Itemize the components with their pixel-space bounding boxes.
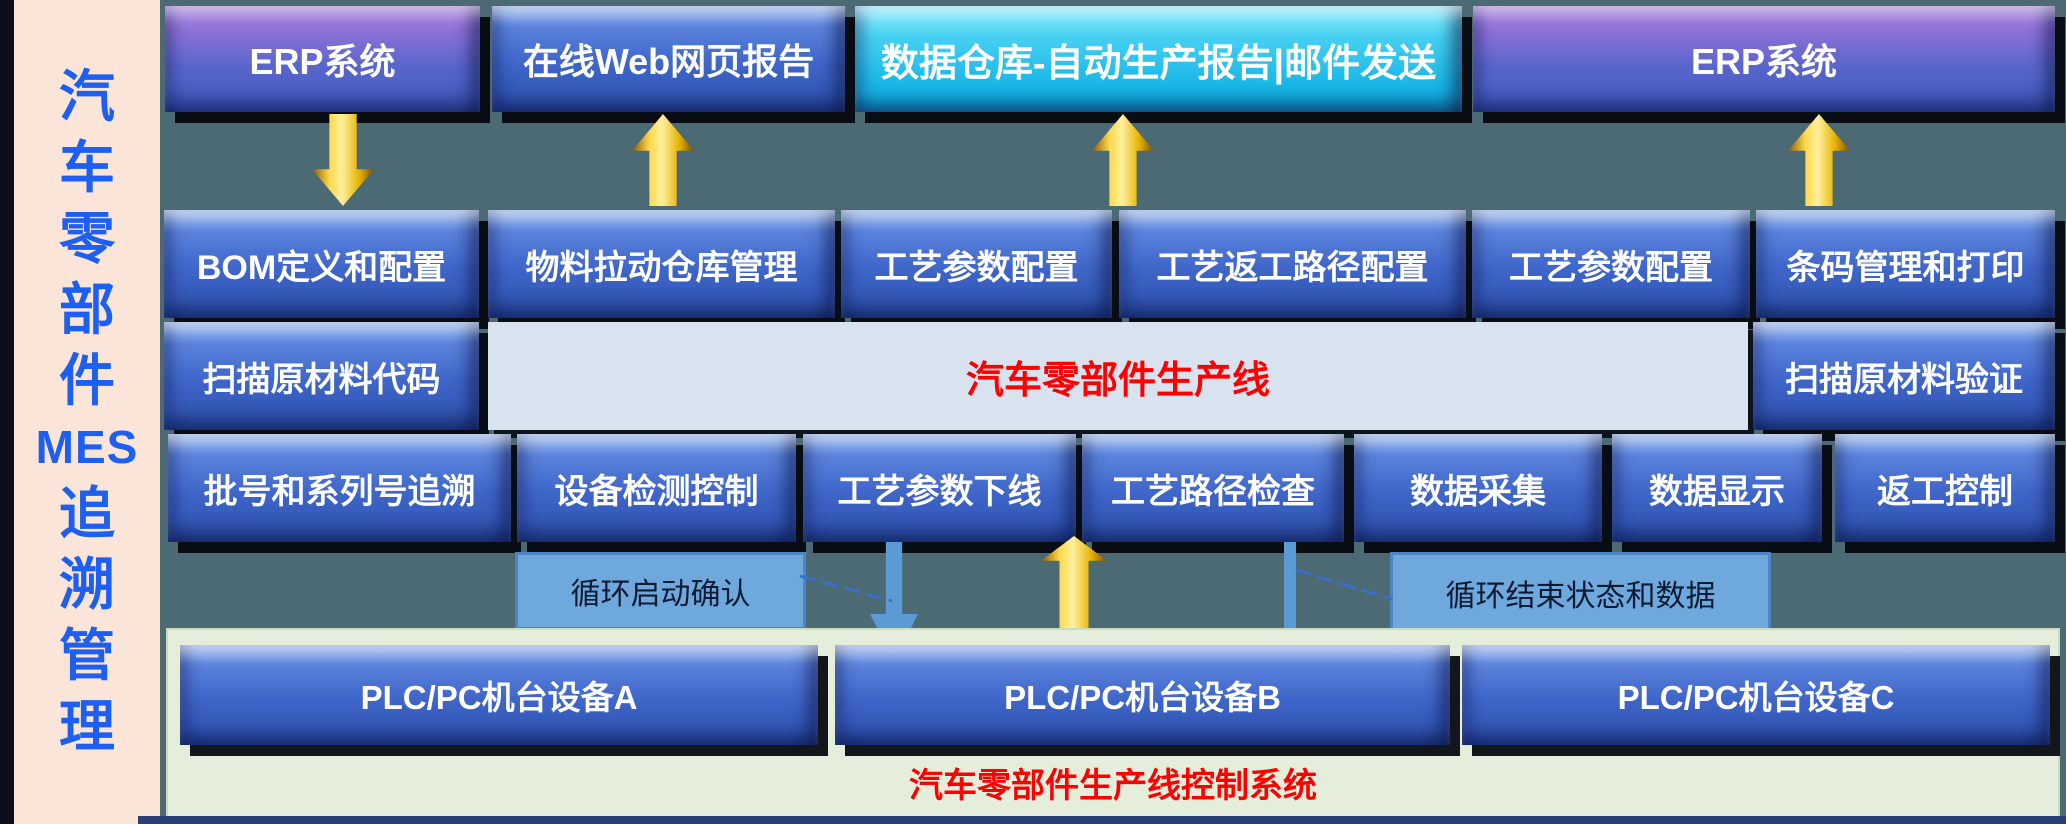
box-data-collect: 数据采集 [1354, 434, 1602, 542]
box-process-param-download: 工艺参数下线 [803, 434, 1076, 542]
box-bom-config: BOM定义和配置 [164, 210, 479, 318]
box-data-display: 数据显示 [1612, 434, 1822, 542]
box-data-warehouse-report: 数据仓库-自动生产报告|邮件发送 [855, 6, 1462, 112]
box-erp-system-left: ERP系统 [165, 6, 480, 112]
sidebar-title-char: 部 [59, 277, 115, 344]
up-arrow-icon [632, 114, 694, 206]
box-process-param-config: 工艺参数配置 [841, 210, 1112, 318]
box-rework-control: 返工控制 [1835, 434, 2055, 542]
sidebar-title-char: 理 [59, 694, 115, 761]
box-plc-device-c: PLC/PC机台设备C [1462, 645, 2050, 745]
production-line-band: 汽车零部件生产线 [488, 322, 1748, 430]
sidebar-title-char: 车 [59, 134, 115, 201]
box-plc-device-b: PLC/PC机台设备B [835, 645, 1450, 745]
box-erp-system-right: ERP系统 [1473, 6, 2055, 112]
control-system-caption: 汽车零部件生产线控制系统 [909, 767, 1317, 805]
up-arrow-icon [1092, 114, 1154, 206]
box-equipment-detect-control: 设备检测控制 [517, 434, 796, 542]
box-scan-raw-material-verify: 扫描原材料验证 [1753, 322, 2055, 430]
sidebar-title-char: 管 [59, 623, 115, 689]
left-edge-strip [0, 0, 14, 824]
box-barcode-manage-print: 条码管理和打印 [1756, 210, 2055, 318]
box-plc-device-a: PLC/PC机台设备A [180, 645, 818, 745]
down-arrow-icon [312, 114, 374, 206]
sidebar-title-char: 件 [59, 348, 115, 415]
sidebar-title-char: 追 [59, 480, 115, 547]
sidebar-title-char: 零 [59, 206, 115, 272]
box-process-path-check: 工艺路径检查 [1082, 434, 1344, 542]
box-scan-raw-material-code: 扫描原材料代码 [164, 322, 479, 430]
box-process-param-config-2: 工艺参数配置 [1472, 210, 1750, 318]
sidebar-title-char: 汽 [59, 63, 115, 130]
sidebar-title: 汽 车 零 部 件 MES 追 溯 管 理 [14, 0, 160, 824]
box-material-pull-warehouse: 物料拉动仓库管理 [488, 210, 835, 318]
box-web-report: 在线Web网页报告 [492, 6, 845, 112]
box-rework-path-config: 工艺返工路径配置 [1119, 210, 1466, 318]
sidebar-title-mes: MES [35, 420, 139, 473]
box-lot-serial-trace: 批号和系列号追溯 [168, 434, 511, 542]
up-arrow-icon [1788, 114, 1850, 206]
sidebar-title-char: 溯 [59, 551, 115, 618]
label-cycle-end-status-data: 循环结束状态和数据 [1390, 552, 1771, 634]
label-cycle-start-confirm: 循环启动确认 [515, 552, 806, 630]
bottom-edge-strip [138, 816, 2066, 824]
